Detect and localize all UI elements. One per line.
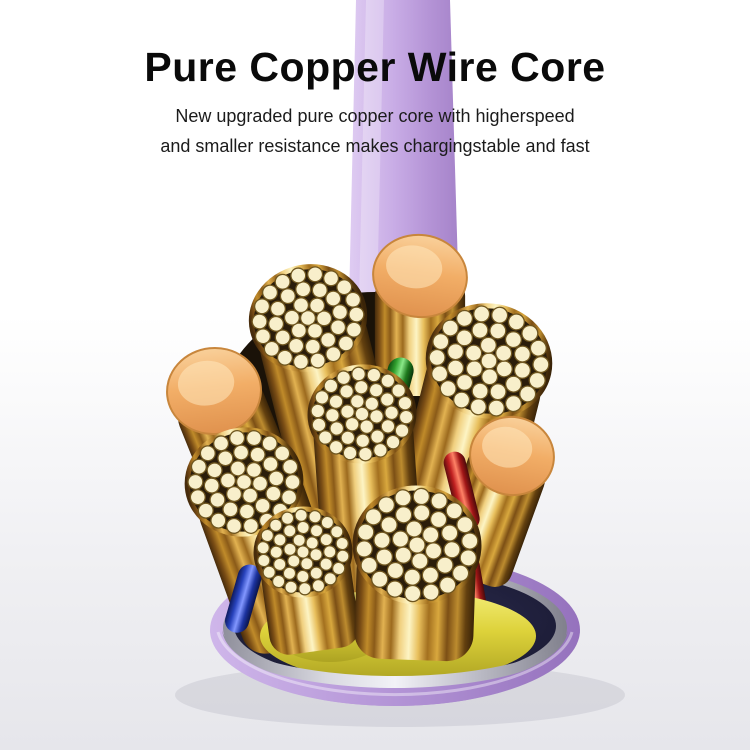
- red-insulated-wire: [443, 451, 480, 530]
- wire-bundle: [253, 506, 360, 655]
- subtitle-line-1: New upgraded pure copper core with highe…: [175, 106, 575, 126]
- page-title: Pure Copper Wire Core: [144, 44, 606, 90]
- wire-bundle: [352, 485, 482, 662]
- subtitle-line-2: and smaller resistance makes chargingsta…: [160, 136, 590, 156]
- blue-insulated-wire: [225, 564, 262, 633]
- cable-jacket-top: [349, 0, 459, 302]
- header: Pure Copper Wire Core New upgraded pure …: [0, 44, 750, 163]
- jacket-shield-rim: [222, 628, 568, 692]
- wire-bundle: [389, 303, 553, 564]
- jacket-front-rim: [210, 628, 580, 706]
